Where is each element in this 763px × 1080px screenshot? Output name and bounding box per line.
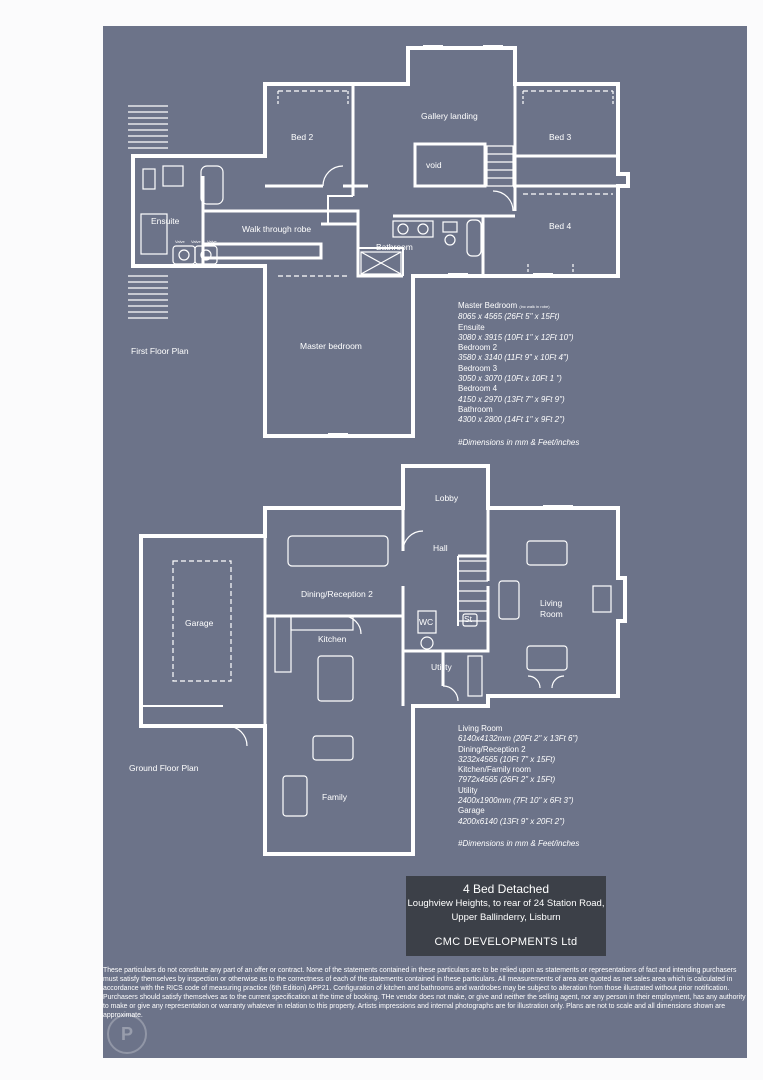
units-note: #Dimensions in mm & Feet/inches (458, 838, 580, 848)
room-label-void: void (426, 160, 442, 170)
schedule-dims: 4300 x 2800 (14Ft 1" x 9Ft 2") (458, 415, 565, 425)
address-line-2: Upper Ballinderry, Lisburn (451, 912, 561, 923)
schedule-room-name: Ensuite (458, 322, 485, 332)
property-type: 4 Bed Detached (462, 882, 550, 896)
schedule-room-name: Bedroom 2 (458, 343, 498, 353)
room-label-ensuite: Ensuite (151, 216, 180, 226)
schedule-dims: 6140x4132mm (20Ft 2" x 13Ft 6") (458, 734, 578, 744)
schedule-item: Master Bedroom (inc walk in robe) (458, 301, 579, 312)
room-label-utility: Utility (431, 662, 452, 672)
room-label-master-bedroom: Master bedroom (300, 341, 362, 351)
schedule-dims: 3232x4565 (10Ft 7" x 15Ft) (458, 754, 556, 764)
room-label-lobby: Lobby (435, 493, 459, 503)
schedule-room-name: Bedroom 4 (458, 384, 498, 394)
developer-name: CMC DEVELOPMENTS Ltd (434, 936, 578, 948)
schedule-dims: 2400x1900mm (7Ft 10" x 6Ft 3") (458, 796, 574, 806)
room-label-living: Living (540, 598, 563, 608)
units-note: #Dimensions in mm & Feet/inches (458, 437, 580, 447)
schedule-room-note: (inc walk in robe) (519, 304, 550, 309)
schedule-dims: 4200x6140 (13Ft 9" x 20Ft 2") (458, 816, 565, 826)
schedule-room-name: Utility (458, 785, 478, 795)
room-label-dining-reception: Dining/Reception 2 (301, 589, 373, 599)
room-label-wc: WC (419, 617, 434, 627)
room-label-garage: Garage (185, 618, 214, 628)
schedule-room-name: Dining/Reception 2 (458, 744, 526, 754)
floorplan-sheet: Bed 2 Gallery landing Bed 3 void Ensuite… (103, 26, 747, 1058)
ground-floor-schedule: Living Room 6140x4132mm (20Ft 2" x 13Ft … (458, 724, 579, 849)
schedule-dims: 8065 x 4565 (26Ft 5" x 15Ft) (458, 312, 560, 322)
schedule-room-name: Bathroom (458, 404, 493, 414)
valve-label: Valve (207, 239, 217, 244)
schedule-room-name: Living Room (458, 724, 503, 733)
title-block: 4 Bed Detached Loughview Heights, to rea… (406, 876, 606, 956)
room-label-bed4: Bed 4 (549, 221, 572, 231)
valve-label: Valve (191, 239, 201, 244)
room-label-kitchen: Kitchen (318, 634, 347, 644)
watermark-logo: P (107, 1014, 147, 1054)
room-label-gallery-landing: Gallery landing (421, 111, 478, 121)
schedule-dims: 7972x4565 (26Ft 2" x 15Ft) (458, 775, 556, 785)
disclaimer-text: These particulars do not constitute any … (103, 967, 746, 1019)
ground-floor-plan-label: Ground Floor Plan (129, 763, 199, 773)
schedule-dims: 3080 x 3915 (10Ft 1" x 12Ft 10") (458, 332, 574, 342)
schedule-room-name: Master Bedroom (458, 301, 518, 310)
floor-plan-drawing (128, 45, 630, 856)
first-floor-plan-label: First Floor Plan (131, 346, 189, 356)
room-label-bed3: Bed 3 (549, 132, 572, 142)
schedule-dims: 3580 x 3140 (11Ft 9" x 10Ft 4") (458, 353, 569, 363)
room-label-bed2: Bed 2 (291, 132, 314, 142)
room-label-bathroom: Bathroom (376, 242, 413, 252)
valve-label: Valve (175, 239, 185, 244)
address-line-1: Loughview Heights, to rear of 24 Station… (407, 898, 605, 909)
room-label-family: Family (322, 792, 348, 802)
schedule-room-name: Bedroom 3 (458, 363, 498, 373)
room-label-hall: Hall (433, 543, 448, 553)
schedule-room-name: Kitchen/Family room (458, 765, 531, 775)
schedule-dims: 3050 x 3070 (10Ft x 10Ft 1 ") (458, 374, 562, 384)
room-label-walk-through-robe: Walk through robe (242, 224, 312, 234)
room-label-living-room: Room (540, 609, 563, 619)
room-label-st: St (464, 614, 473, 624)
schedule-room-name: Garage (458, 806, 485, 816)
schedule-dims: 4150 x 2970 (13Ft 7" x 9Ft 9") (458, 394, 565, 404)
first-floor-schedule: Master Bedroom (inc walk in robe) 8065 x… (458, 301, 579, 448)
